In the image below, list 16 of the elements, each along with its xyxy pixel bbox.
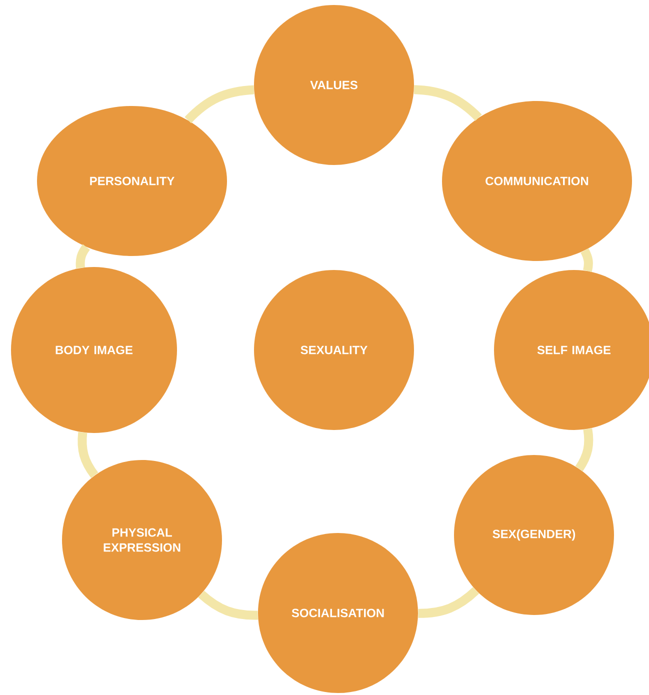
ring-connector [414,85,482,121]
ellipse-node: PERSONALITY [37,106,227,256]
ring-connector [184,85,254,124]
ring-connector [198,590,258,620]
circle-node: PHYSICAL EXPRESSION [62,460,222,620]
ring-connector [580,248,593,272]
circle-node: SEXUALITY [254,270,414,430]
circle-node: BODY IMAGE [11,267,177,433]
circle-node: SOCIALISATION [258,533,418,693]
circle-node: SEX(GENDER) [454,455,614,615]
circle-node: VALUES [254,5,414,165]
ring-connector [78,432,98,478]
ellipse-node: COMMUNICATION [442,101,632,261]
ring-connector [76,244,90,268]
ring-connector [418,587,480,618]
ring-connector [575,428,594,472]
